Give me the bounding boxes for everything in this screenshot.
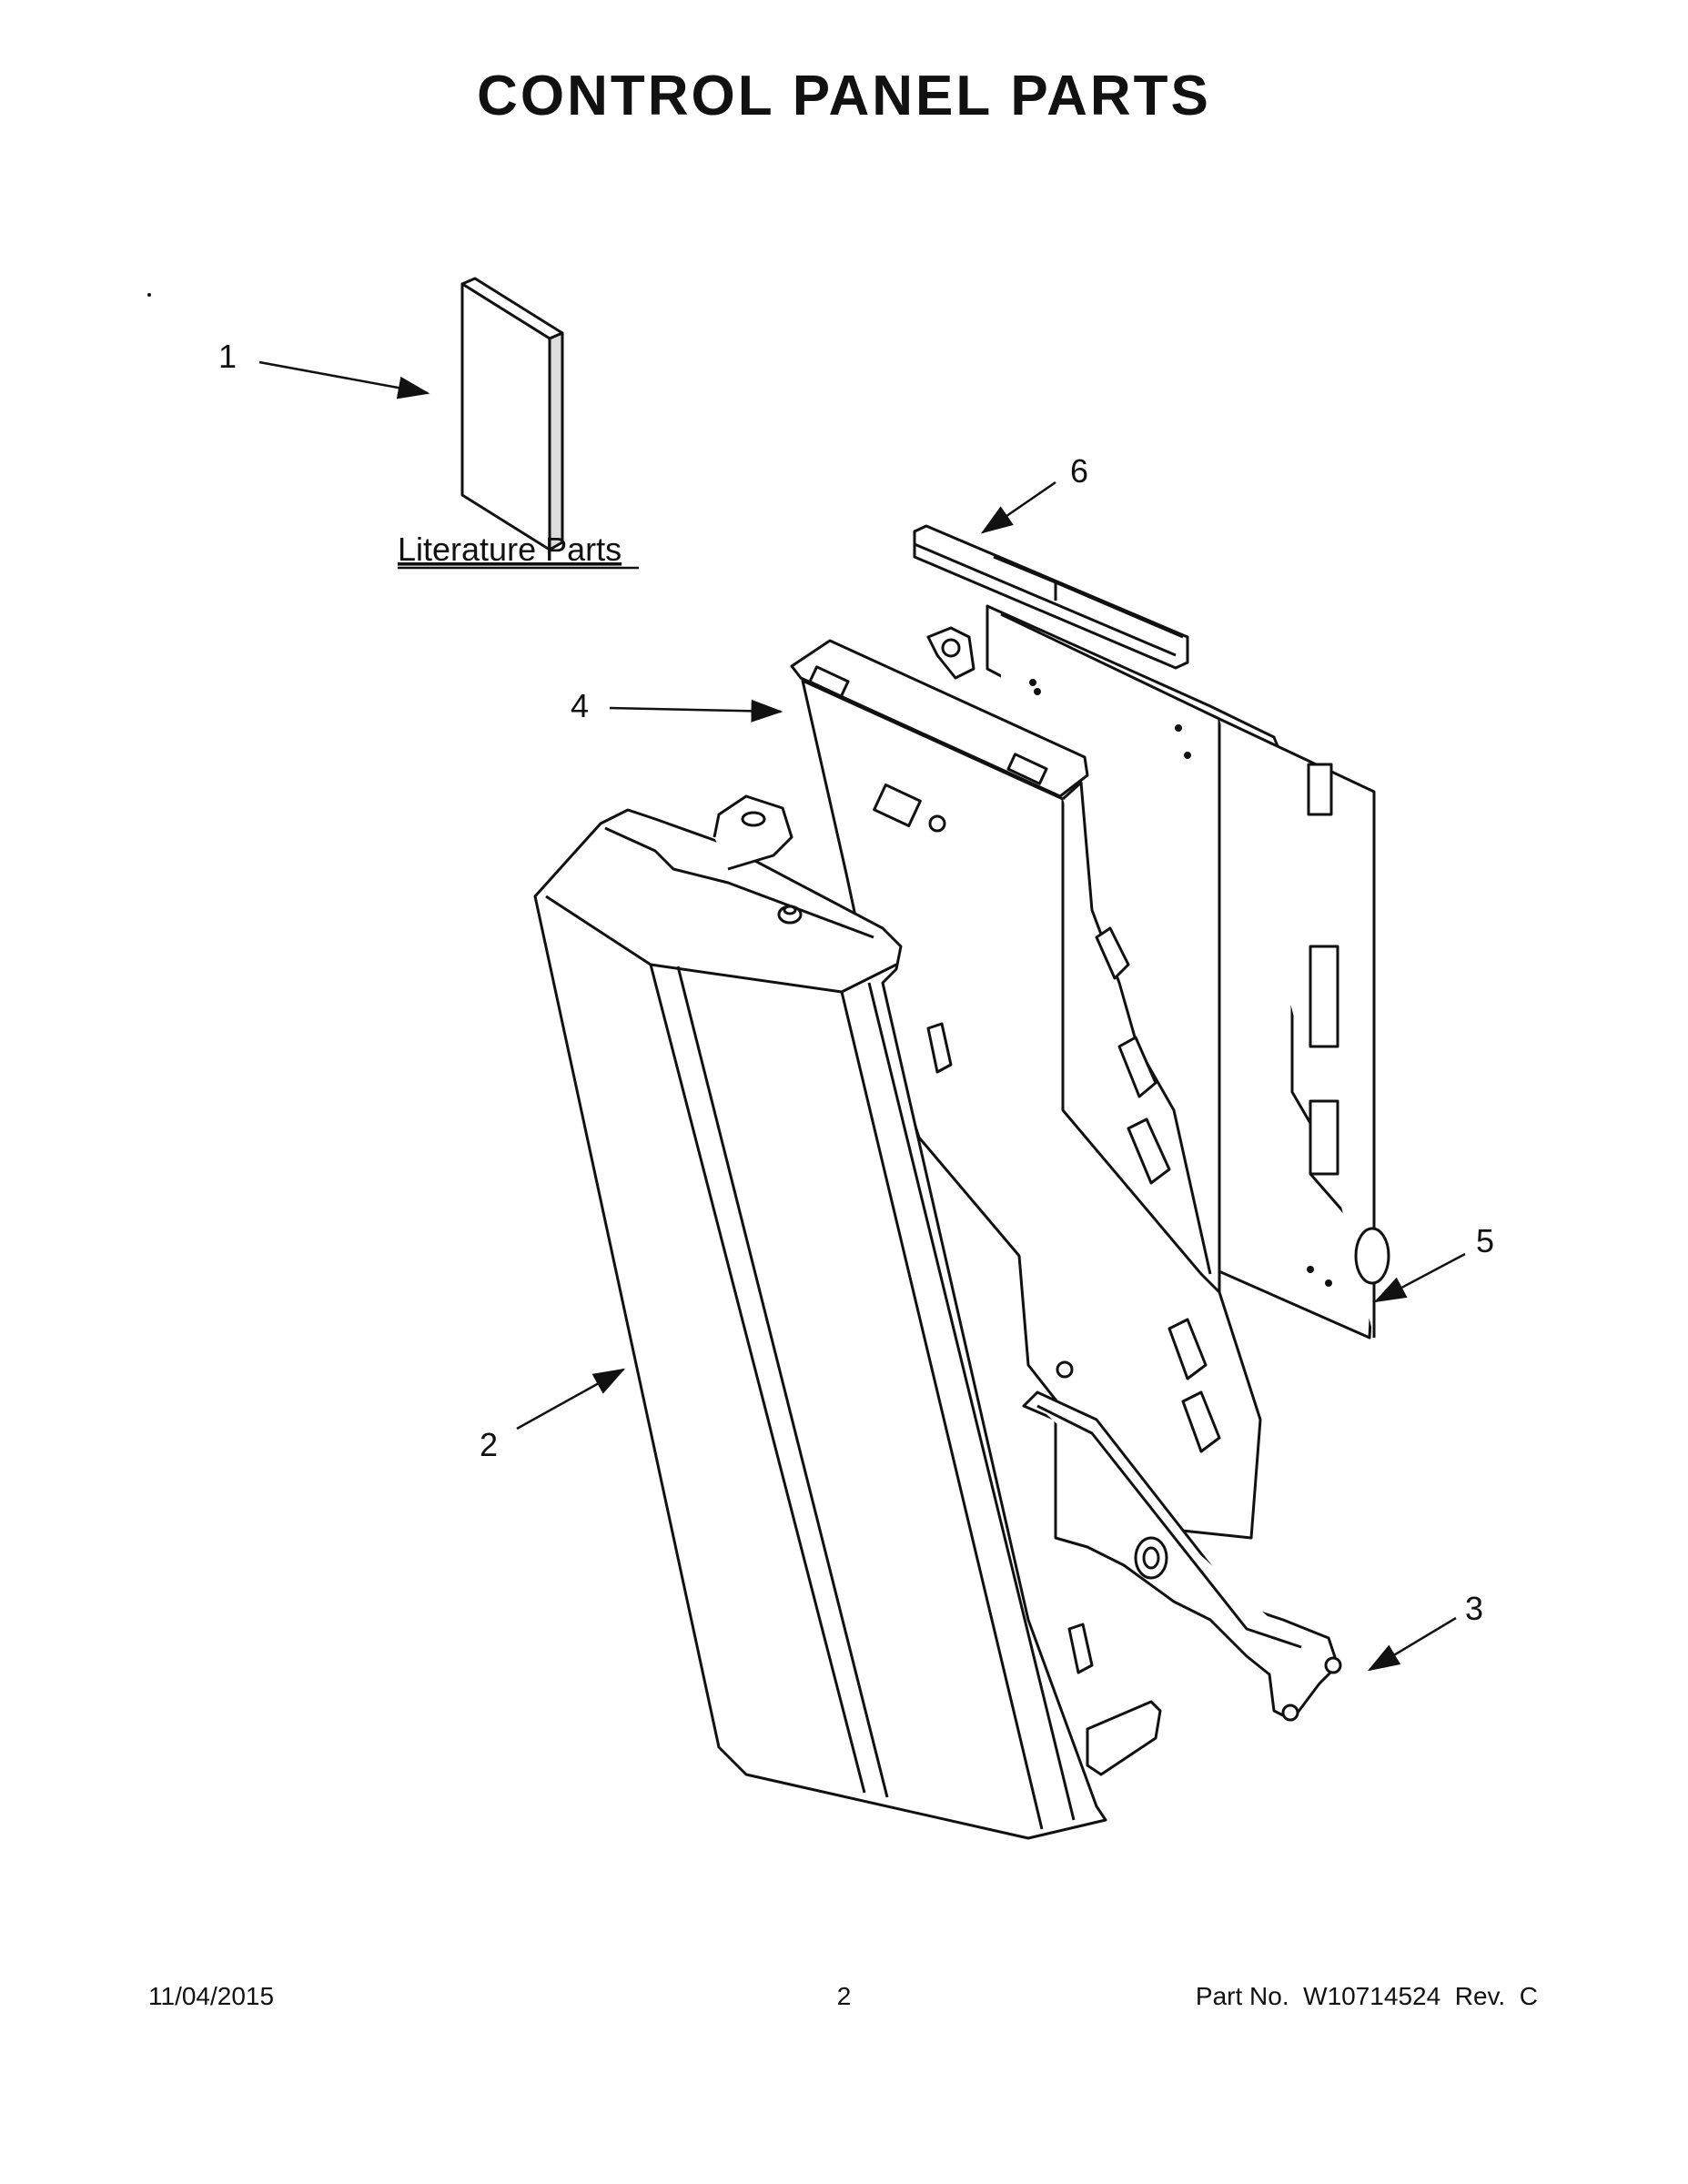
footer-part-number: Part No. W10714524 Rev. C <box>1195 1982 1538 2010</box>
footer-page-number: 2 <box>836 1982 852 2010</box>
arrow-2 <box>516 1368 626 1431</box>
literature-booklet <box>460 277 564 551</box>
part-6-bracket <box>913 524 1189 670</box>
callout-6: 6 <box>1070 452 1088 490</box>
footer-date: 11/04/2015 <box>148 1982 275 2010</box>
callout-2: 2 <box>480 1426 498 1463</box>
callout-4: 4 <box>571 687 589 724</box>
part-2-front-fascia <box>533 794 1162 1840</box>
literature-parts-label: Literature Parts <box>398 531 622 568</box>
callout-3: 3 <box>1465 1590 1483 1627</box>
callout-5: 5 <box>1476 1222 1494 1259</box>
arrow-3 <box>1367 1616 1457 1672</box>
leader-arrows <box>258 360 1466 1672</box>
arrow-5 <box>1373 1252 1466 1303</box>
arrow-6 <box>980 480 1056 534</box>
page-title: CONTROL PANEL PARTS <box>477 65 1211 127</box>
part-4-control-housing <box>790 639 1262 1540</box>
callout-1: 1 <box>218 338 237 375</box>
part-3-lower-bracket <box>1022 1390 1342 1722</box>
stray-dot <box>147 293 151 297</box>
arrow-1 <box>258 360 430 399</box>
arrow-4 <box>609 699 783 723</box>
